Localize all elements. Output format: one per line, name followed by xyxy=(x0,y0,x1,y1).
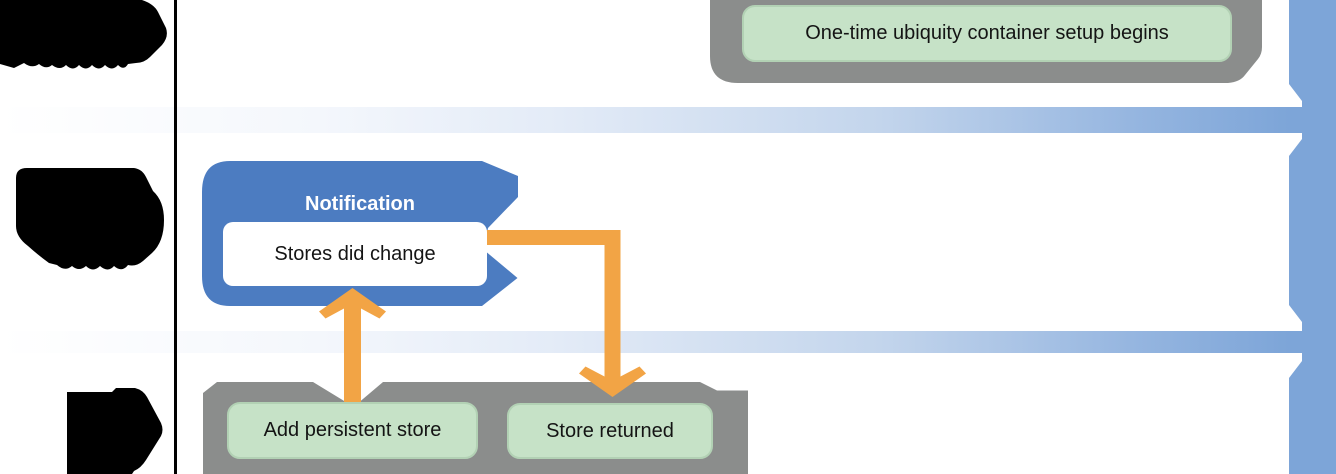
timeline-arrow-notch-top-upper xyxy=(1289,84,1302,107)
store-returned-label: Store returned xyxy=(546,419,674,442)
arrow-notification-to-store-returned xyxy=(484,230,646,397)
arrow-add-store-to-notification xyxy=(319,288,386,402)
setup-callout-label: One-time ubiquity container setup begins xyxy=(805,22,1169,44)
timeline-arrow-notch-top-lower xyxy=(1289,133,1302,156)
setup-callout: One-time ubiquity container setup begins xyxy=(742,5,1232,62)
timeline-arrow-notch-bottom-upper xyxy=(1289,305,1302,331)
notification-message-label: Stores did change xyxy=(274,242,436,265)
lane-separator-line xyxy=(174,0,177,474)
phase-divider-bar-top xyxy=(0,107,1336,133)
notification-message-box: Stores did change xyxy=(223,222,487,286)
timeline-bar-right xyxy=(1289,0,1336,474)
add-persistent-store-callout: Add persistent store xyxy=(227,402,478,459)
notification-title: Notification xyxy=(202,191,518,217)
add-persistent-store-label: Add persistent store xyxy=(263,419,442,441)
lane-label-redacted-3 xyxy=(67,388,163,474)
timeline-arrow-notch-bottom-lower xyxy=(1289,353,1302,378)
phase-divider-bar-bottom xyxy=(0,331,1336,353)
store-returned-callout: Store returned xyxy=(507,403,713,459)
lane-label-redacted-2 xyxy=(16,168,164,270)
notification-title-label: Notification xyxy=(305,192,415,215)
lane-label-redacted-1 xyxy=(0,0,167,69)
